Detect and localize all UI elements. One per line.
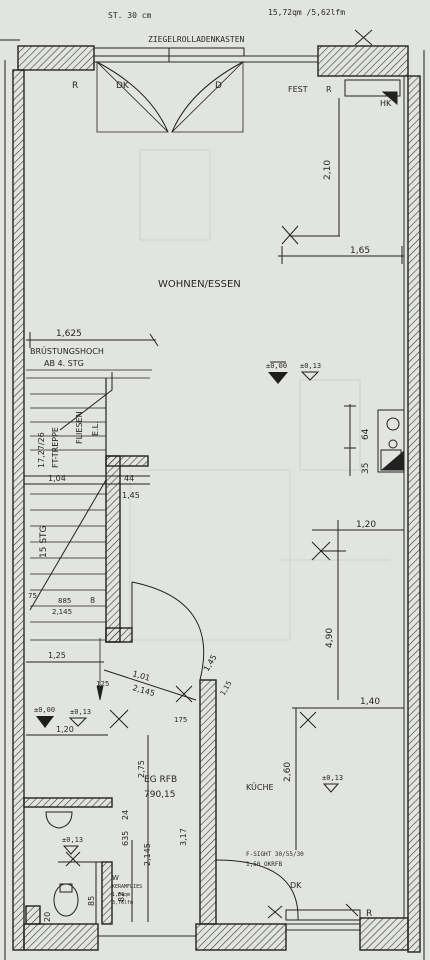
stair-el: E.L. bbox=[91, 421, 100, 436]
dim-2-145-stair: 2,145 bbox=[52, 608, 72, 616]
dim-2-60: 2,60 bbox=[283, 762, 293, 782]
kitchen-partition bbox=[199, 679, 217, 925]
stair-wall-bottom bbox=[105, 627, 133, 643]
stair-railing-label: BRÜSTUNGSHOCH bbox=[30, 346, 104, 356]
dim-885: 885 bbox=[58, 597, 71, 605]
dim-3-17: 3,17 bbox=[179, 828, 188, 846]
hall-level-label: 790,15 bbox=[144, 790, 176, 800]
stair-railing-sub: AB 4. STG bbox=[44, 359, 84, 368]
window-hinge-left: R bbox=[72, 81, 78, 91]
dim-635: 635 bbox=[121, 831, 130, 846]
dim-24: 24 bbox=[121, 810, 130, 820]
dim-1-40: 1,40 bbox=[360, 697, 380, 707]
wc-wall-top bbox=[23, 797, 113, 808]
room-living-label: WOHNEN/ESSEN bbox=[158, 279, 241, 290]
dim-4-90: 4,90 bbox=[325, 628, 335, 648]
doors bbox=[131, 581, 299, 921]
hall-floor-label: EG RFB bbox=[144, 775, 177, 785]
dim-175: 175 bbox=[174, 716, 187, 724]
stair-flight-a: 17,27/26 bbox=[37, 432, 46, 468]
heater-hk bbox=[344, 29, 401, 106]
dim-8: 8 bbox=[90, 596, 95, 605]
wc-tile-length: 3,76lfm bbox=[112, 900, 133, 906]
dim-2-75: 2,75 bbox=[137, 760, 146, 778]
top-wall-right bbox=[317, 45, 409, 77]
dim-82: 82 bbox=[117, 892, 126, 902]
dim-2-10: 2,10 bbox=[323, 160, 333, 180]
level-markers bbox=[36, 361, 340, 855]
window-fixed-label: FEST bbox=[288, 85, 308, 94]
dim-125: 125 bbox=[96, 680, 109, 688]
dim-2-145-hall: 2,145 bbox=[143, 843, 152, 866]
wc-wall-right bbox=[101, 861, 113, 925]
bottom-wall-mid bbox=[195, 923, 287, 951]
shutter-box-label: ZIEGELROLLADENKASTEN bbox=[148, 35, 245, 44]
dim-1-25: 1,25 bbox=[48, 651, 66, 660]
dim-64: 64 bbox=[361, 428, 371, 440]
kitchen-unit bbox=[377, 409, 405, 473]
kitchen-window-okrfb: 1,50 OKRFB bbox=[246, 861, 283, 868]
kitchen-door-swing bbox=[215, 859, 299, 921]
area-label: 15,72qm /5,62lfm bbox=[268, 8, 345, 17]
wc-tile-area: 1,31qm bbox=[112, 892, 130, 898]
level-hall: ±0,00 bbox=[34, 706, 55, 714]
dim-1-65: 1,65 bbox=[350, 246, 370, 256]
window-wing-d: D bbox=[215, 81, 222, 91]
stair-steps-label: 15 STG bbox=[39, 525, 49, 558]
window-wing-dk: DK bbox=[116, 81, 130, 91]
level-hall-rel: ±0,13 bbox=[70, 708, 91, 716]
top-window bbox=[93, 47, 319, 133]
burner-icon bbox=[386, 417, 400, 431]
room-kitchen-label: KÜCHE bbox=[246, 782, 274, 792]
wc-tile-label: KERAMFLIES bbox=[112, 884, 142, 890]
stair-door-swing bbox=[131, 581, 205, 681]
labels: ST. 30 cm 15,72qm /5,62lfm ZIEGELROLLADE… bbox=[28, 8, 392, 922]
stairs bbox=[26, 369, 152, 701]
dim-44: 44 bbox=[124, 474, 134, 483]
kitchen-window-sill: F-SIGHT 30/55/30 bbox=[246, 851, 304, 858]
sill-label: ST. 30 cm bbox=[108, 11, 152, 20]
dim-1-20-kitchen: 1,20 bbox=[356, 520, 376, 530]
wc-label: W bbox=[112, 874, 119, 882]
wc-wall-small bbox=[25, 905, 41, 925]
dim-1-45: 1,45 bbox=[122, 491, 140, 500]
washbasin-icon bbox=[45, 811, 73, 829]
dim-1-625: 1,625 bbox=[56, 329, 82, 339]
stair-fliesen: FLIESEN bbox=[75, 411, 84, 444]
level-triangle-icon bbox=[268, 372, 288, 384]
dim-85: 85 bbox=[87, 896, 96, 906]
stair-flight-type: FT-TREPPE bbox=[51, 427, 60, 468]
window-hinge-right: R bbox=[326, 85, 332, 94]
dimension-lines bbox=[24, 98, 404, 924]
level-wc-rel: ±0,13 bbox=[62, 836, 83, 844]
show-through bbox=[129, 149, 390, 641]
burner-icon bbox=[388, 439, 398, 449]
top-wall-left bbox=[17, 45, 95, 71]
right-wall bbox=[407, 75, 421, 953]
dim-20: 20 bbox=[43, 912, 52, 922]
wc-fixtures bbox=[45, 811, 79, 917]
dim-1-04: 1,04 bbox=[48, 474, 66, 483]
dim-35: 35 bbox=[361, 463, 371, 474]
level-triangle-icon bbox=[36, 716, 54, 728]
kitchen-window-dk: DK bbox=[290, 881, 302, 890]
left-wall bbox=[12, 69, 25, 951]
heater-label: HK bbox=[380, 99, 392, 108]
level-kitchen-rel: ±0,13 bbox=[322, 774, 343, 782]
bottom-wall-right bbox=[359, 917, 409, 951]
kitchen-window-r: R bbox=[366, 909, 372, 919]
dim-1-20-hall: 1,20 bbox=[56, 725, 74, 734]
kitchen-window bbox=[267, 903, 361, 921]
level-living: ±0,00 bbox=[266, 362, 287, 370]
dim-75: 75 bbox=[28, 592, 37, 600]
level-living-rel: ±0,13 bbox=[300, 362, 321, 370]
bottom-wall-left bbox=[23, 923, 99, 951]
